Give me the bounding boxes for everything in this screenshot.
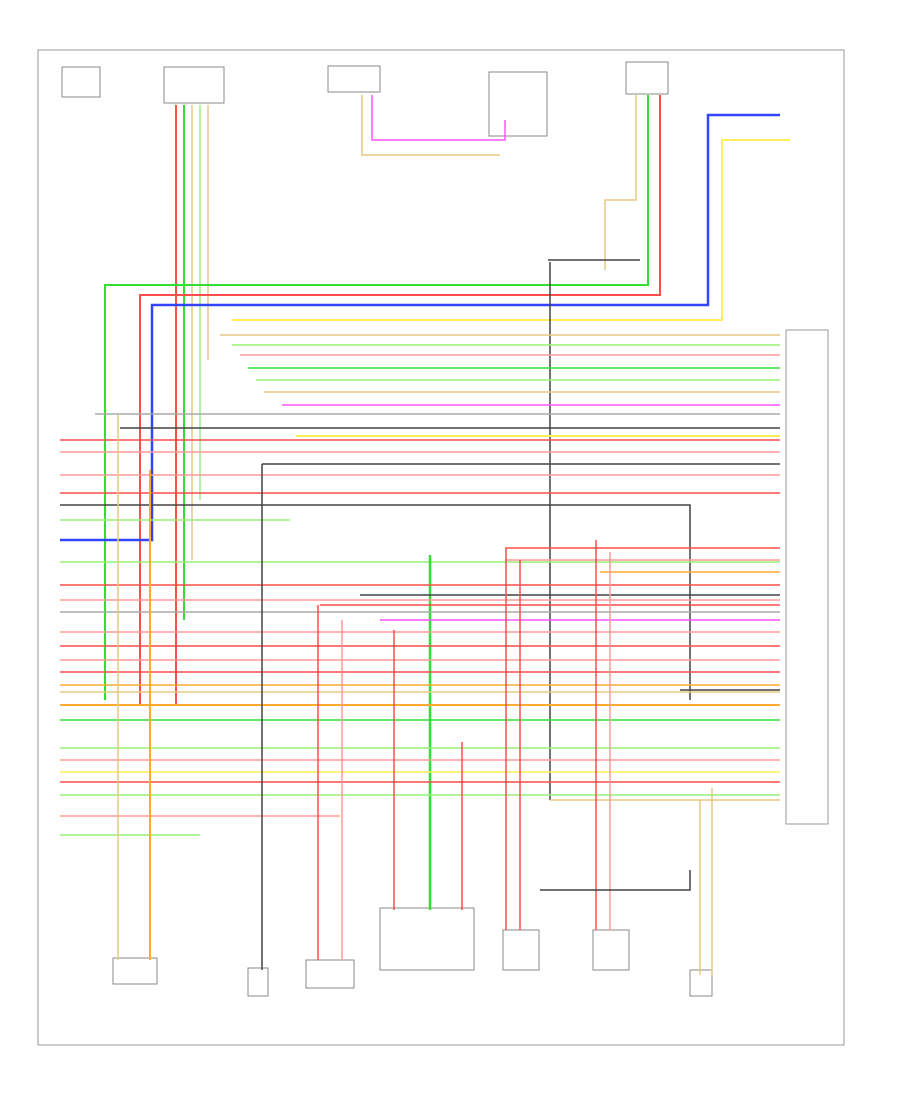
diagram-frame: [37, 49, 845, 1046]
component-block-3: [327, 65, 381, 93]
speed-sensor-block: [247, 967, 269, 997]
bottom-components: [112, 907, 713, 997]
wire-black-73: [540, 870, 691, 891]
component-block-4: [488, 71, 548, 137]
top-components: [61, 61, 669, 137]
component-block-1: [61, 66, 101, 98]
component-block-2: [163, 66, 225, 104]
right-connector-strip: [785, 329, 829, 825]
wire-yellow-12: [232, 139, 790, 321]
wire-blue-11: [60, 113, 780, 542]
wire-tan-8: [604, 95, 637, 270]
wire-red-9: [139, 95, 661, 705]
wire-green-10: [104, 95, 649, 700]
ground-point-block: [689, 969, 713, 997]
wire-magenta-6: [371, 95, 506, 141]
temp-sensor-block: [112, 957, 158, 985]
wire-layer: [60, 95, 790, 975]
oxygen-sensor-1-block: [502, 929, 540, 971]
component-block-5: [625, 61, 669, 95]
wire-black-30: [60, 504, 691, 700]
control-unit-block: [379, 907, 475, 971]
oxygen-sensor-2-block: [592, 929, 630, 971]
shift-solenoid-block: [305, 959, 355, 989]
wire-tan-7: [361, 95, 500, 156]
